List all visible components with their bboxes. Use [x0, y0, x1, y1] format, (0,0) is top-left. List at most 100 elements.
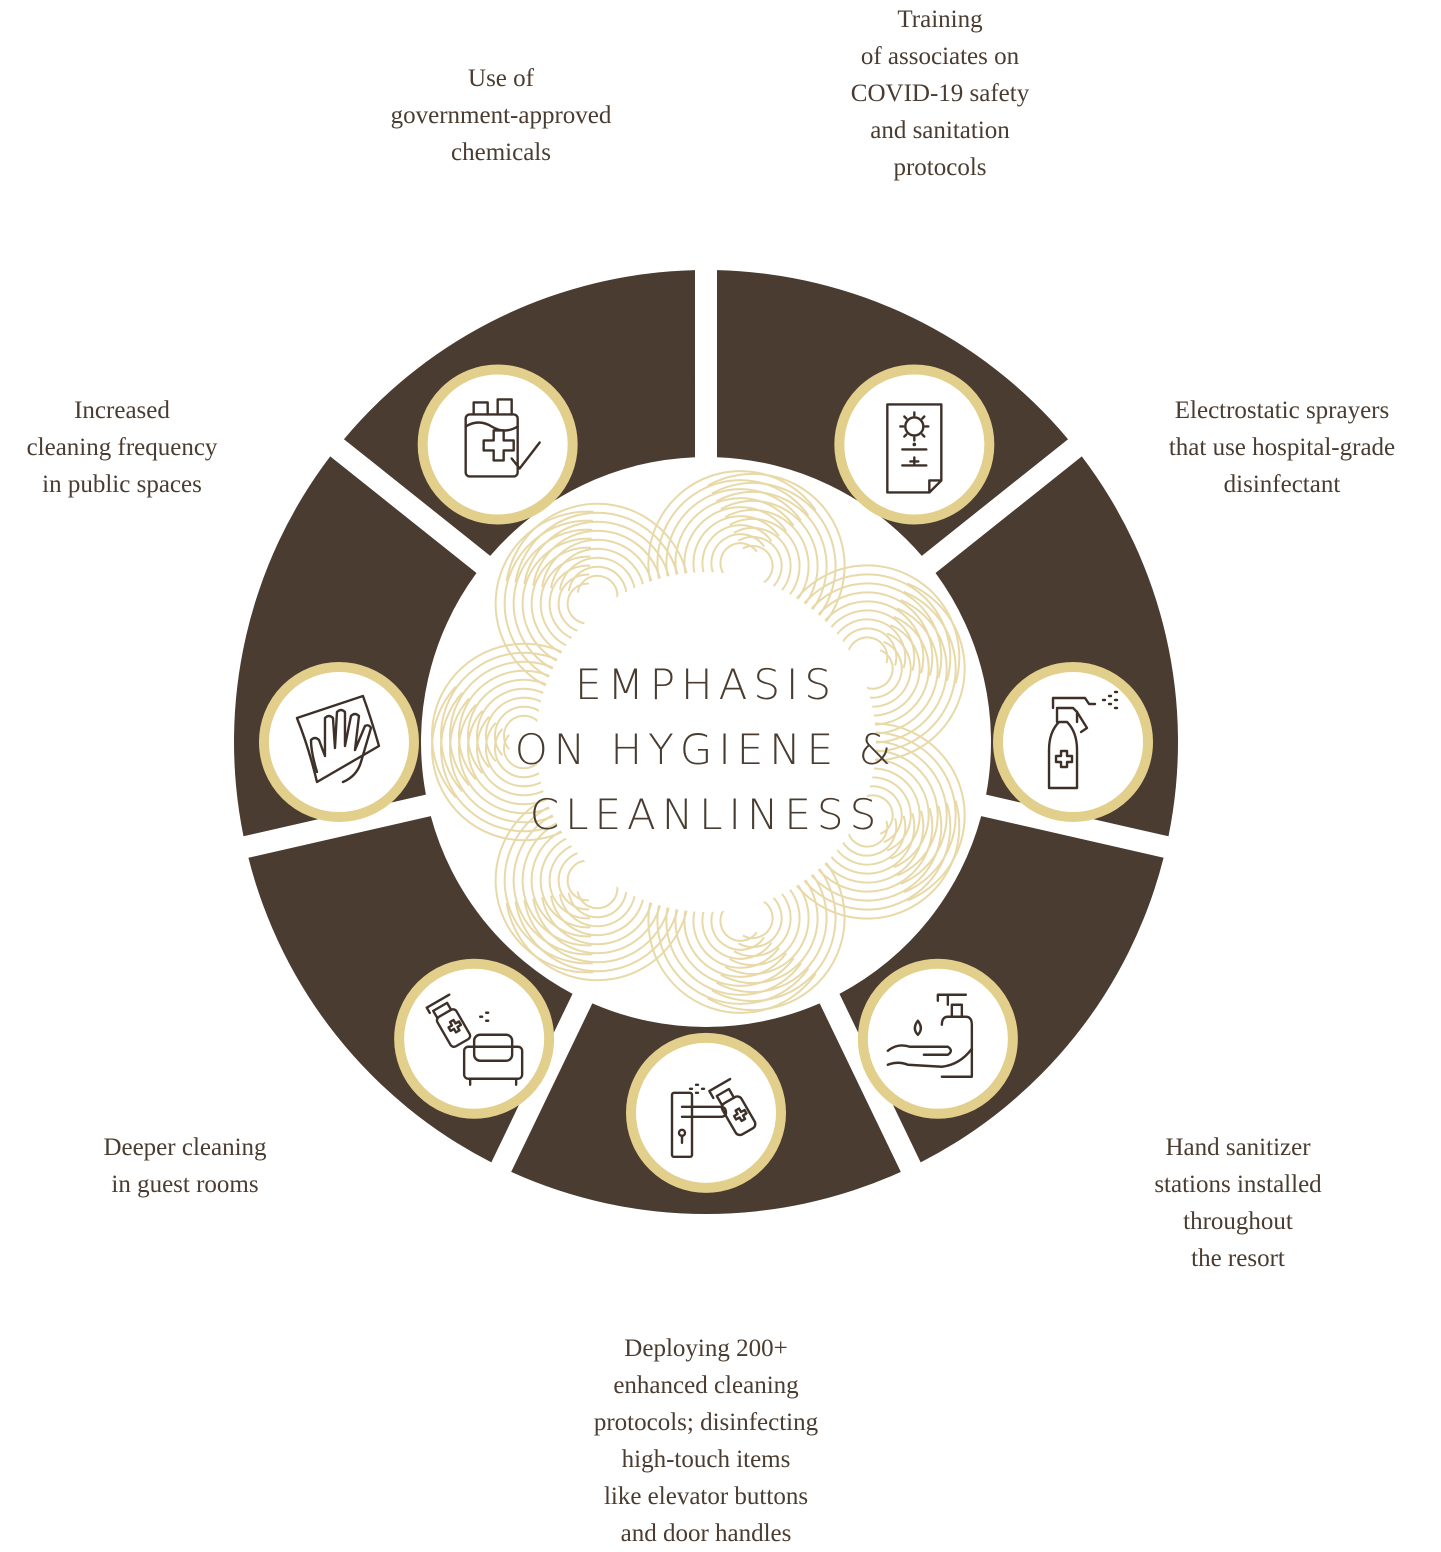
badge-ring	[857, 958, 1018, 1119]
pattern-line	[494, 510, 594, 697]
label-line: Hand sanitizer	[1165, 1134, 1311, 1161]
pattern-line	[541, 538, 655, 605]
badge-ring	[993, 662, 1154, 822]
woven-pattern	[431, 470, 966, 1014]
pattern-cell	[505, 502, 691, 611]
pattern-line	[503, 519, 593, 688]
label-line: stations installed	[1154, 1171, 1322, 1198]
label-line: disinfectant	[1223, 471, 1341, 498]
pattern-line	[505, 873, 691, 982]
pattern-line	[729, 517, 801, 608]
label-line: the resort	[1191, 1245, 1285, 1272]
pattern-line	[457, 703, 573, 815]
pattern-line	[502, 714, 540, 750]
pattern-line	[523, 520, 673, 608]
label-cleaning-frequency: Increased cleaning frequency in public s…	[0, 392, 244, 503]
pattern-line	[692, 515, 780, 591]
pattern-line	[530, 823, 592, 938]
pattern-line	[847, 749, 939, 877]
pattern-line	[803, 591, 934, 677]
pattern-line	[550, 880, 646, 937]
pattern-line	[466, 678, 567, 774]
label-line: Electrostatic sprayers	[1174, 397, 1390, 424]
pattern-line	[715, 490, 828, 632]
label-line: enhanced cleaning	[613, 1372, 799, 1399]
pattern-line	[514, 874, 682, 973]
badge-ring	[626, 1032, 786, 1193]
pattern-line	[854, 767, 921, 860]
pattern-line	[729, 876, 801, 967]
pattern-line	[475, 687, 560, 768]
label-deeper-cleaning: Deeper cleaning in guest rooms	[60, 1129, 310, 1203]
pattern-line	[707, 836, 846, 1012]
label-line: Increased	[74, 397, 170, 424]
pattern-cell	[778, 564, 961, 684]
pattern-line	[548, 841, 591, 920]
pattern-line	[812, 600, 925, 674]
pattern-line	[795, 582, 943, 679]
pattern-line	[466, 710, 567, 806]
pattern-line	[851, 615, 930, 726]
title-line: ON HYGIENE &	[514, 725, 898, 774]
pattern-line	[837, 722, 966, 902]
label-line: COVID-19 safety	[850, 80, 1030, 107]
pattern-line	[724, 868, 810, 976]
pattern-line	[742, 544, 774, 585]
label-line: and sanitation	[870, 117, 1010, 144]
pattern-line	[493, 728, 547, 779]
icon-badge	[258, 662, 419, 822]
pattern-line	[710, 903, 765, 951]
pattern-line	[854, 624, 921, 717]
icon-badge	[394, 958, 555, 1119]
pattern-line	[485, 722, 553, 788]
pattern-line	[521, 537, 592, 670]
label-line: chemicals	[451, 139, 551, 166]
pattern-line	[786, 573, 952, 682]
pattern-line	[858, 776, 912, 852]
title-line: CLEANLINESS	[529, 790, 883, 839]
icon-badges	[258, 364, 1154, 1193]
title-line: EMPHASIS	[574, 660, 838, 709]
pattern-line	[733, 526, 792, 600]
pattern-line	[493, 705, 547, 756]
pattern-line	[557, 573, 590, 634]
pattern-line	[861, 785, 903, 844]
pattern-line	[737, 891, 783, 949]
pattern-line	[711, 844, 837, 1003]
pattern-cell	[647, 470, 817, 617]
pattern-line	[550, 547, 646, 604]
pattern-line	[847, 820, 889, 848]
icon-badge	[626, 1032, 786, 1193]
pattern-line	[710, 533, 765, 581]
pattern-line	[532, 529, 664, 607]
pattern-line	[838, 627, 898, 666]
pattern-line	[841, 731, 957, 894]
label-line: Training	[897, 6, 983, 33]
pattern-line	[665, 877, 802, 996]
label-line: in public spaces	[42, 471, 202, 498]
icon-badge	[834, 364, 995, 525]
pattern-line	[548, 564, 591, 643]
label-chemicals: Use of government-approved chemicals	[331, 60, 671, 171]
pattern-line	[844, 599, 948, 744]
pattern-line	[523, 876, 673, 964]
pattern-line	[558, 556, 637, 603]
label-line: protocols; disinfecting	[593, 1409, 819, 1436]
pattern-line	[851, 758, 930, 869]
pattern-line	[567, 883, 628, 919]
pattern-cell	[707, 836, 846, 1012]
pattern-line	[701, 524, 773, 586]
pattern-line	[864, 649, 894, 690]
label-line: protocols	[893, 154, 987, 181]
pattern-line	[719, 908, 758, 942]
label-line: like elevator buttons	[603, 1483, 809, 1510]
label-line: cleaning frequency	[26, 434, 218, 461]
pattern-line	[449, 660, 580, 787]
label-line: Deeper cleaning	[103, 1134, 267, 1161]
label-training: Training of associates on COVID-19 safet…	[770, 1, 1110, 186]
pattern-line	[512, 528, 593, 679]
pattern-line	[795, 805, 943, 902]
pattern-line	[720, 860, 819, 985]
pattern-line	[539, 555, 591, 652]
icon-badge	[417, 364, 578, 525]
